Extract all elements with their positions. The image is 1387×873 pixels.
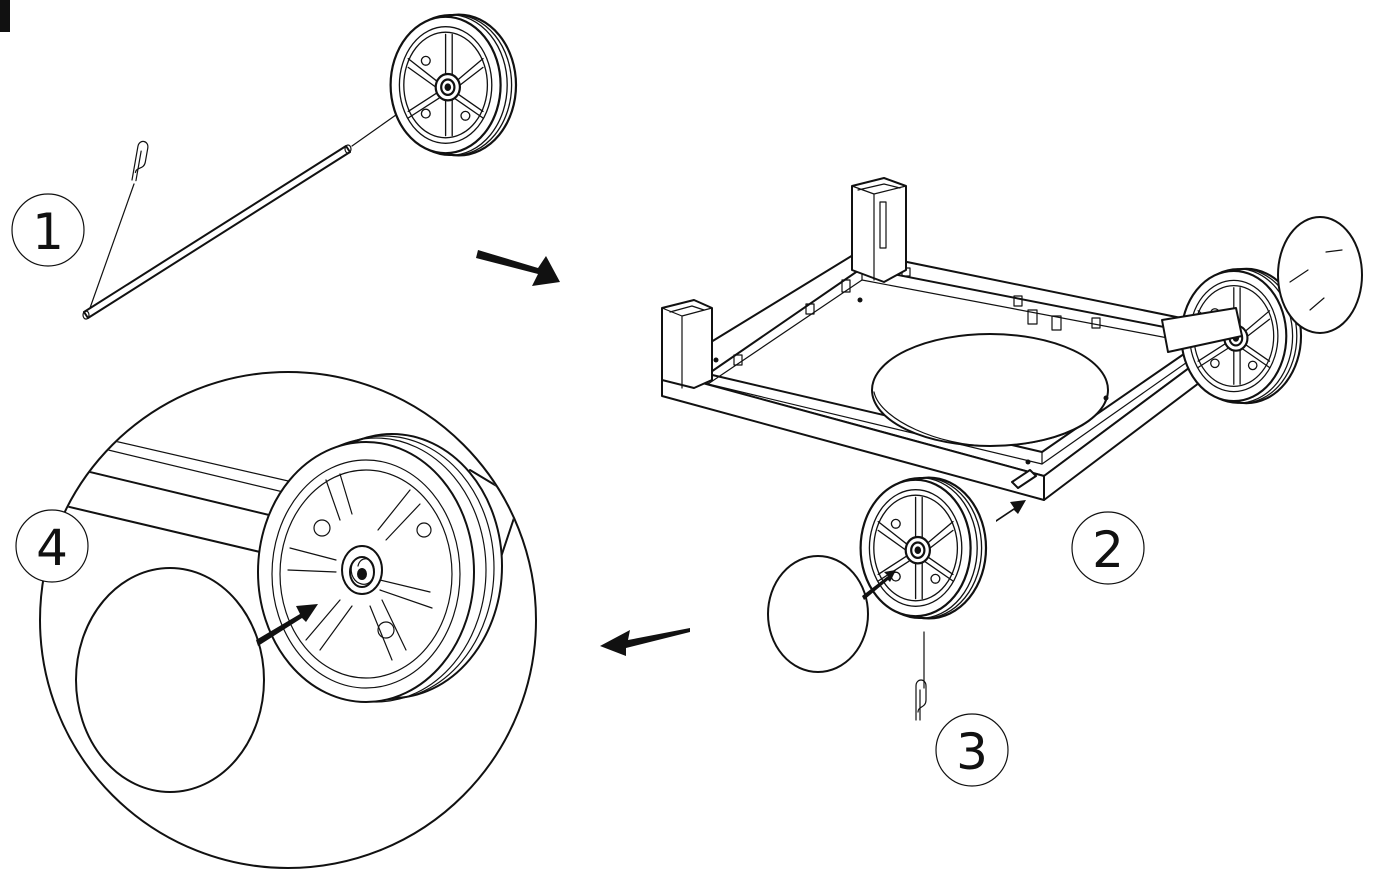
wheel-icon bbox=[859, 476, 988, 620]
corner-mark bbox=[0, 0, 10, 32]
step-2-callout: 2 bbox=[1071, 511, 1145, 585]
step-4-callout: 4 bbox=[15, 509, 89, 583]
step3-parts bbox=[767, 476, 988, 721]
step-4-number: 4 bbox=[36, 519, 68, 577]
frame-assembly bbox=[661, 177, 1363, 501]
wheel-icon bbox=[389, 13, 518, 157]
step4-detail bbox=[39, 371, 537, 869]
arrow-small-icon bbox=[862, 570, 896, 600]
arrow-left-icon bbox=[600, 628, 690, 656]
step1-parts bbox=[82, 13, 518, 320]
hubcap-icon bbox=[767, 555, 869, 673]
arrow-small-icon bbox=[996, 500, 1026, 522]
step-1-callout: 1 bbox=[11, 193, 85, 267]
r-clip-icon bbox=[131, 140, 150, 183]
step-1-number: 1 bbox=[32, 203, 64, 261]
arrow-small-icon bbox=[256, 604, 318, 646]
step-3-number: 3 bbox=[956, 723, 988, 781]
arrow-right-icon bbox=[476, 250, 560, 286]
hubcap-icon bbox=[1277, 216, 1363, 334]
step-3-callout: 3 bbox=[935, 713, 1009, 787]
step-2-number: 2 bbox=[1092, 521, 1124, 579]
